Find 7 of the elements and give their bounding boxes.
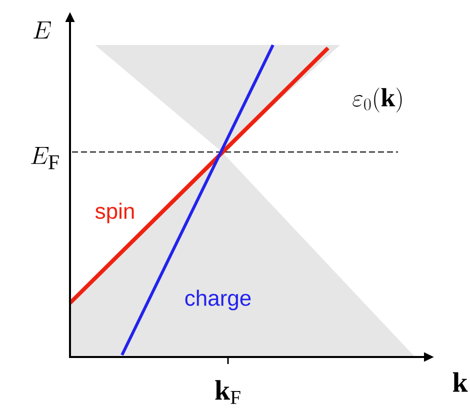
axis-label: $\mathbf{k}_{\mathrm{F}}$	[215, 380, 240, 404]
axis-label: $\mathbf{k}$	[452, 372, 468, 392]
curve-label: charge	[185, 290, 251, 310]
axis-label: $E$	[33, 22, 51, 38]
axis-label: $E_{\mathrm{F}}$	[31, 146, 59, 170]
curve-label: spin	[95, 202, 134, 224]
curve-label: $\varepsilon_0(\mathbf{k})$	[352, 88, 402, 112]
